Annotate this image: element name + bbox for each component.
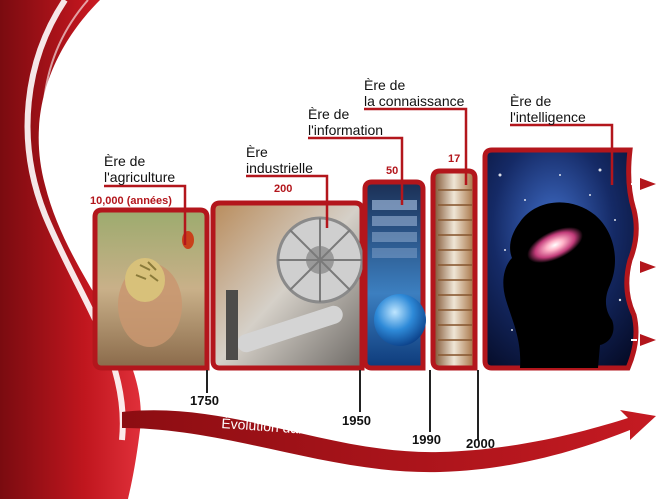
- right-arrow-icon: [640, 334, 656, 346]
- duration-agriculture: 10,000 (années): [90, 195, 172, 207]
- era-label-line: Ère de: [104, 153, 146, 169]
- era-label-line: Ère de: [308, 106, 350, 122]
- head-silhouette: [503, 202, 615, 368]
- era-label-line: industrielle: [246, 160, 313, 176]
- knowledge-bracket: [364, 107, 468, 185]
- information-bracket: [308, 136, 404, 205]
- era-label-line: l'intelligence: [510, 109, 586, 125]
- books-photo: [430, 168, 478, 371]
- duration-information: 50: [386, 165, 399, 177]
- era-label-line: Ère de: [364, 77, 406, 93]
- era-label-industrial: Ère industrielle: [246, 144, 313, 176]
- timeline-arrow: [122, 410, 656, 473]
- year-1950: 1950: [342, 413, 371, 428]
- red-swoosh: [0, 0, 141, 499]
- era-label-line: l'agriculture: [104, 169, 176, 185]
- duration-industrial: 200: [274, 183, 293, 195]
- intelligence-bracket: [510, 123, 614, 185]
- year-2000: 2000: [466, 436, 495, 451]
- agriculture-bracket: [104, 184, 187, 245]
- right-arrow-icon: [640, 178, 656, 190]
- era-label-information: Ère de l'information: [308, 106, 383, 138]
- galaxy: [527, 227, 583, 263]
- duration-knowledge: 17: [448, 153, 461, 165]
- year-1750: 1750: [190, 393, 219, 408]
- era-label-agriculture: Ère de l'agriculture: [104, 153, 175, 185]
- white-swoosh-line-thin: [42, 0, 89, 206]
- industrial-bracket: [246, 174, 329, 228]
- era-label-line: Ère de: [510, 93, 552, 109]
- era-label-knowledge: Ère de la connaissance: [364, 77, 464, 109]
- year-1990: 1990: [412, 432, 441, 447]
- era-label-line: Ère: [246, 144, 268, 160]
- era-label-line: l'information: [308, 122, 384, 138]
- era-label-intelligence: Ère de l'intelligence: [510, 93, 586, 125]
- era-label-line: la connaissance: [364, 93, 465, 109]
- right-arrow-icon: [640, 261, 656, 273]
